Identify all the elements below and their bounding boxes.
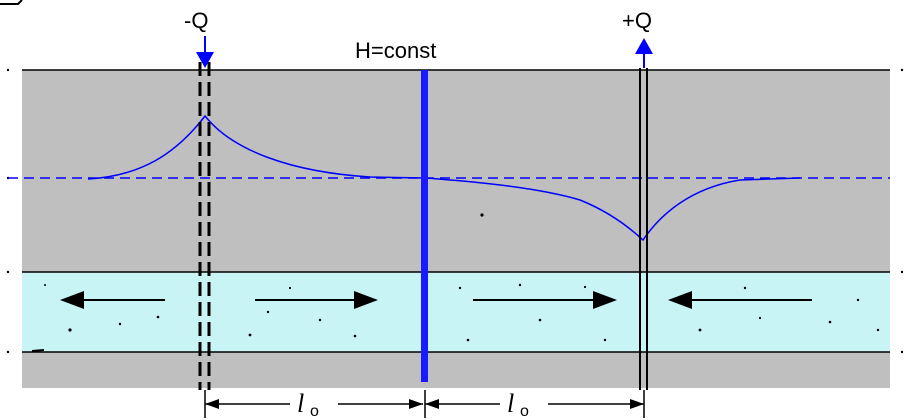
flow-arrow-1	[60, 291, 165, 309]
head-curve	[87, 114, 801, 242]
aquifer-speckles	[44, 213, 880, 342]
h-const-label: H=const	[355, 38, 436, 63]
dimension-left-label: l	[297, 389, 304, 418]
dimension-right	[424, 390, 645, 418]
aquifer-layer	[22, 272, 890, 352]
dimension-right-label: l	[507, 389, 514, 418]
flow-arrow-2	[255, 291, 378, 309]
extraction-arrow	[635, 38, 653, 68]
dimension-right-subscript: o	[520, 403, 529, 420]
flow-arrow-4	[668, 291, 812, 309]
upper-layer	[22, 70, 890, 272]
injection-well	[198, 62, 211, 390]
corner-mark	[0, 0, 23, 5]
flow-arrow-3	[473, 291, 617, 309]
lower-layer	[22, 352, 890, 388]
pumping-well	[639, 68, 648, 390]
constant-head-boundary	[421, 70, 428, 382]
dimension-left-subscript: o	[310, 403, 319, 420]
minus-q-label: -Q	[184, 8, 208, 33]
plus-q-label: +Q	[622, 8, 652, 33]
injection-arrow	[196, 36, 214, 68]
dimension-left	[204, 390, 423, 418]
